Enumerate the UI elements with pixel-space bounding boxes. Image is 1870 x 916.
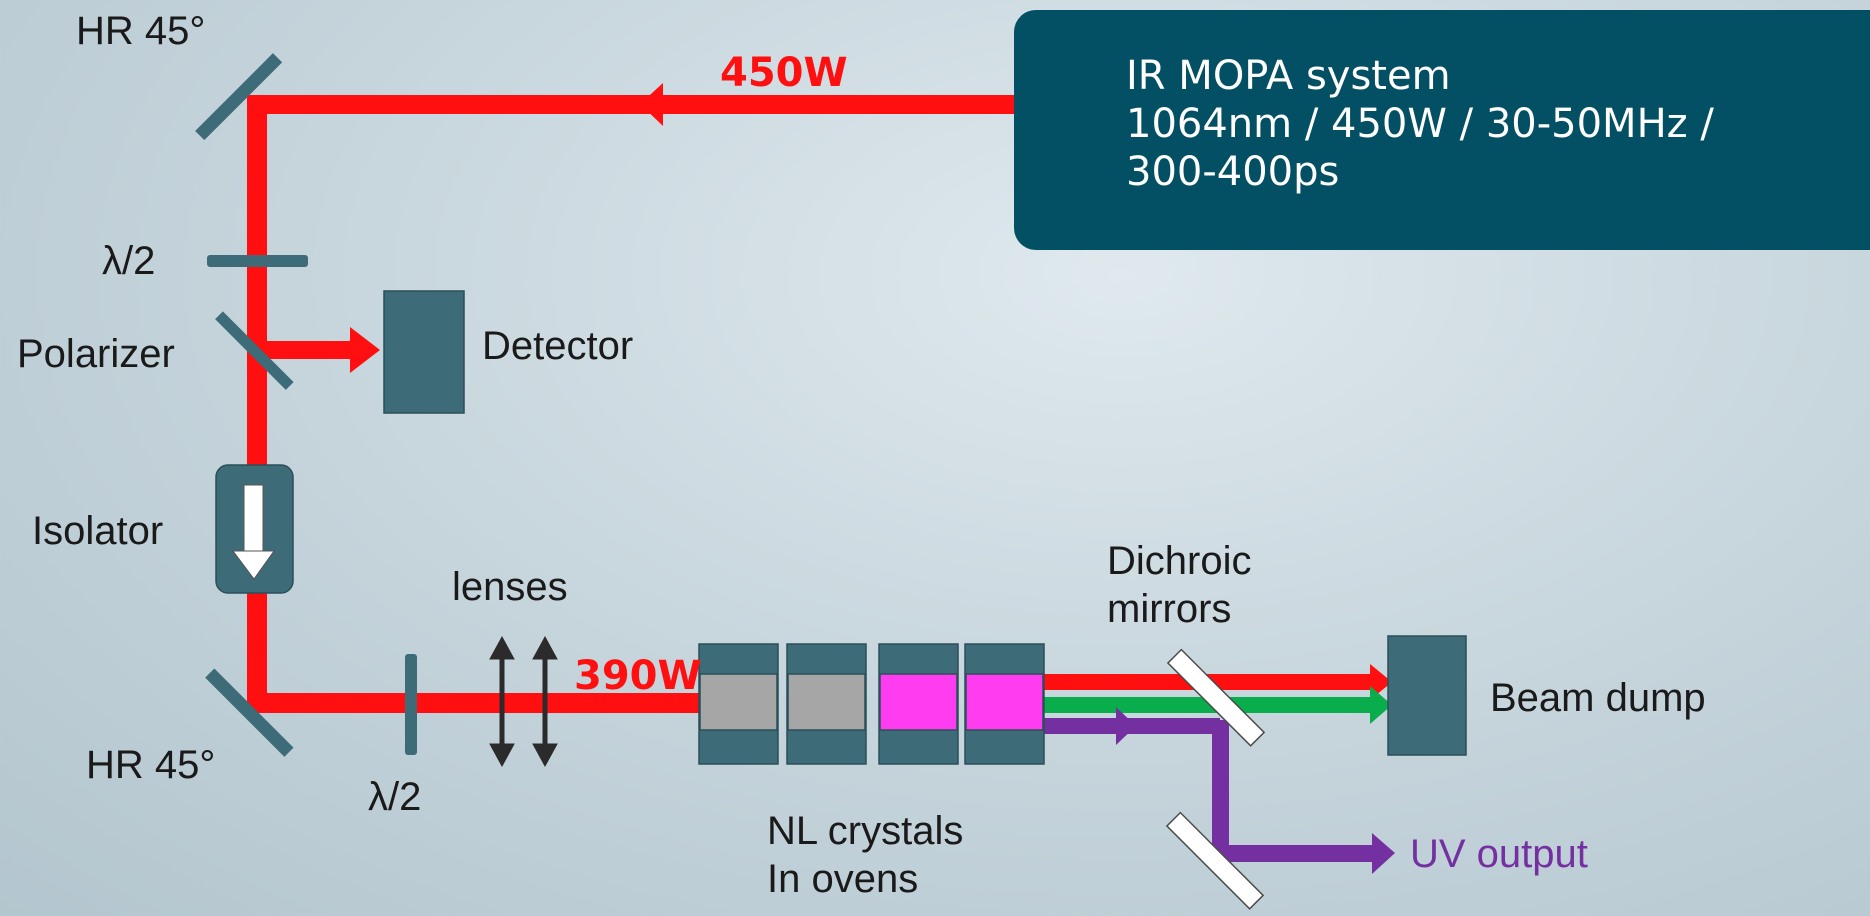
hr-mirror-top — [195, 53, 283, 141]
mopa-specs-line2: 300-400ps — [1126, 149, 1340, 195]
nl-crystals-label-line2: In ovens — [767, 857, 919, 901]
uv-final-arrow-head — [1372, 833, 1395, 874]
isolator-power-label: 390W — [574, 653, 702, 699]
uv-mid-arrow-head — [1116, 707, 1136, 745]
ir-mopa-system-box: IR MOPA system 1064nm / 450W / 30-50MHz … — [1014, 10, 1870, 250]
beam-dump — [1387, 635, 1467, 756]
isolator-arrow-shaft — [243, 484, 264, 553]
waveplate-bottom — [405, 654, 417, 755]
detector — [383, 290, 465, 414]
isolator-label: Isolator — [32, 509, 164, 553]
isolator-arrow-icon — [232, 550, 275, 580]
mopa-title: IR MOPA system — [1126, 53, 1451, 99]
nl-crystals-label: NL crystals In ovens — [767, 807, 963, 903]
green-output-arrow-head — [1370, 686, 1392, 724]
uv-output-label: UV output — [1410, 832, 1588, 876]
waveplate-top — [207, 255, 308, 267]
waveplate-top-label: λ/2 — [102, 239, 156, 283]
uv-vertical-beam — [1212, 720, 1229, 860]
nl-crystals — [698, 643, 1045, 765]
hr-bottom-label: HR 45° — [86, 743, 216, 787]
nl-crystals-label-line1: NL crystals — [767, 809, 964, 853]
ir-beam-top — [253, 95, 1018, 114]
input-power-label: 450W — [720, 50, 848, 96]
dichroic-mirror-1 — [1166, 648, 1266, 747]
hr-top-label: HR 45° — [76, 9, 206, 53]
ir-beam-vertical — [247, 95, 267, 708]
lenses-label: lenses — [452, 565, 568, 609]
dichroic-label-line2: mirrors — [1107, 587, 1232, 631]
mopa-specs-line1: 1064nm / 450W / 30-50MHz / — [1126, 101, 1714, 147]
dichroic-label: Dichroic mirrors — [1107, 537, 1251, 633]
polarizer-label: Polarizer — [17, 332, 175, 376]
dichroic-label-line1: Dichroic — [1107, 539, 1252, 583]
waveplate-bottom-label: λ/2 — [368, 775, 422, 819]
detector-beam — [262, 341, 362, 359]
ir-beam-path — [247, 83, 1018, 713]
dichroic-mirror-2 — [1165, 811, 1265, 910]
beam-dump-label: Beam dump — [1490, 676, 1706, 720]
mopa-description: IR MOPA system 1064nm / 450W / 30-50MHz … — [1126, 52, 1714, 196]
hr-mirror-bottom — [205, 668, 294, 757]
polarizer — [215, 311, 294, 390]
uv-final-beam — [1212, 845, 1377, 862]
detector-label: Detector — [482, 324, 634, 368]
output-beams — [1040, 664, 1395, 874]
detector-arrow-head — [350, 327, 380, 373]
lenses — [489, 635, 558, 768]
ir-beam-bottom — [247, 693, 702, 713]
input-arrow-head — [640, 83, 663, 126]
isolator — [215, 464, 294, 594]
